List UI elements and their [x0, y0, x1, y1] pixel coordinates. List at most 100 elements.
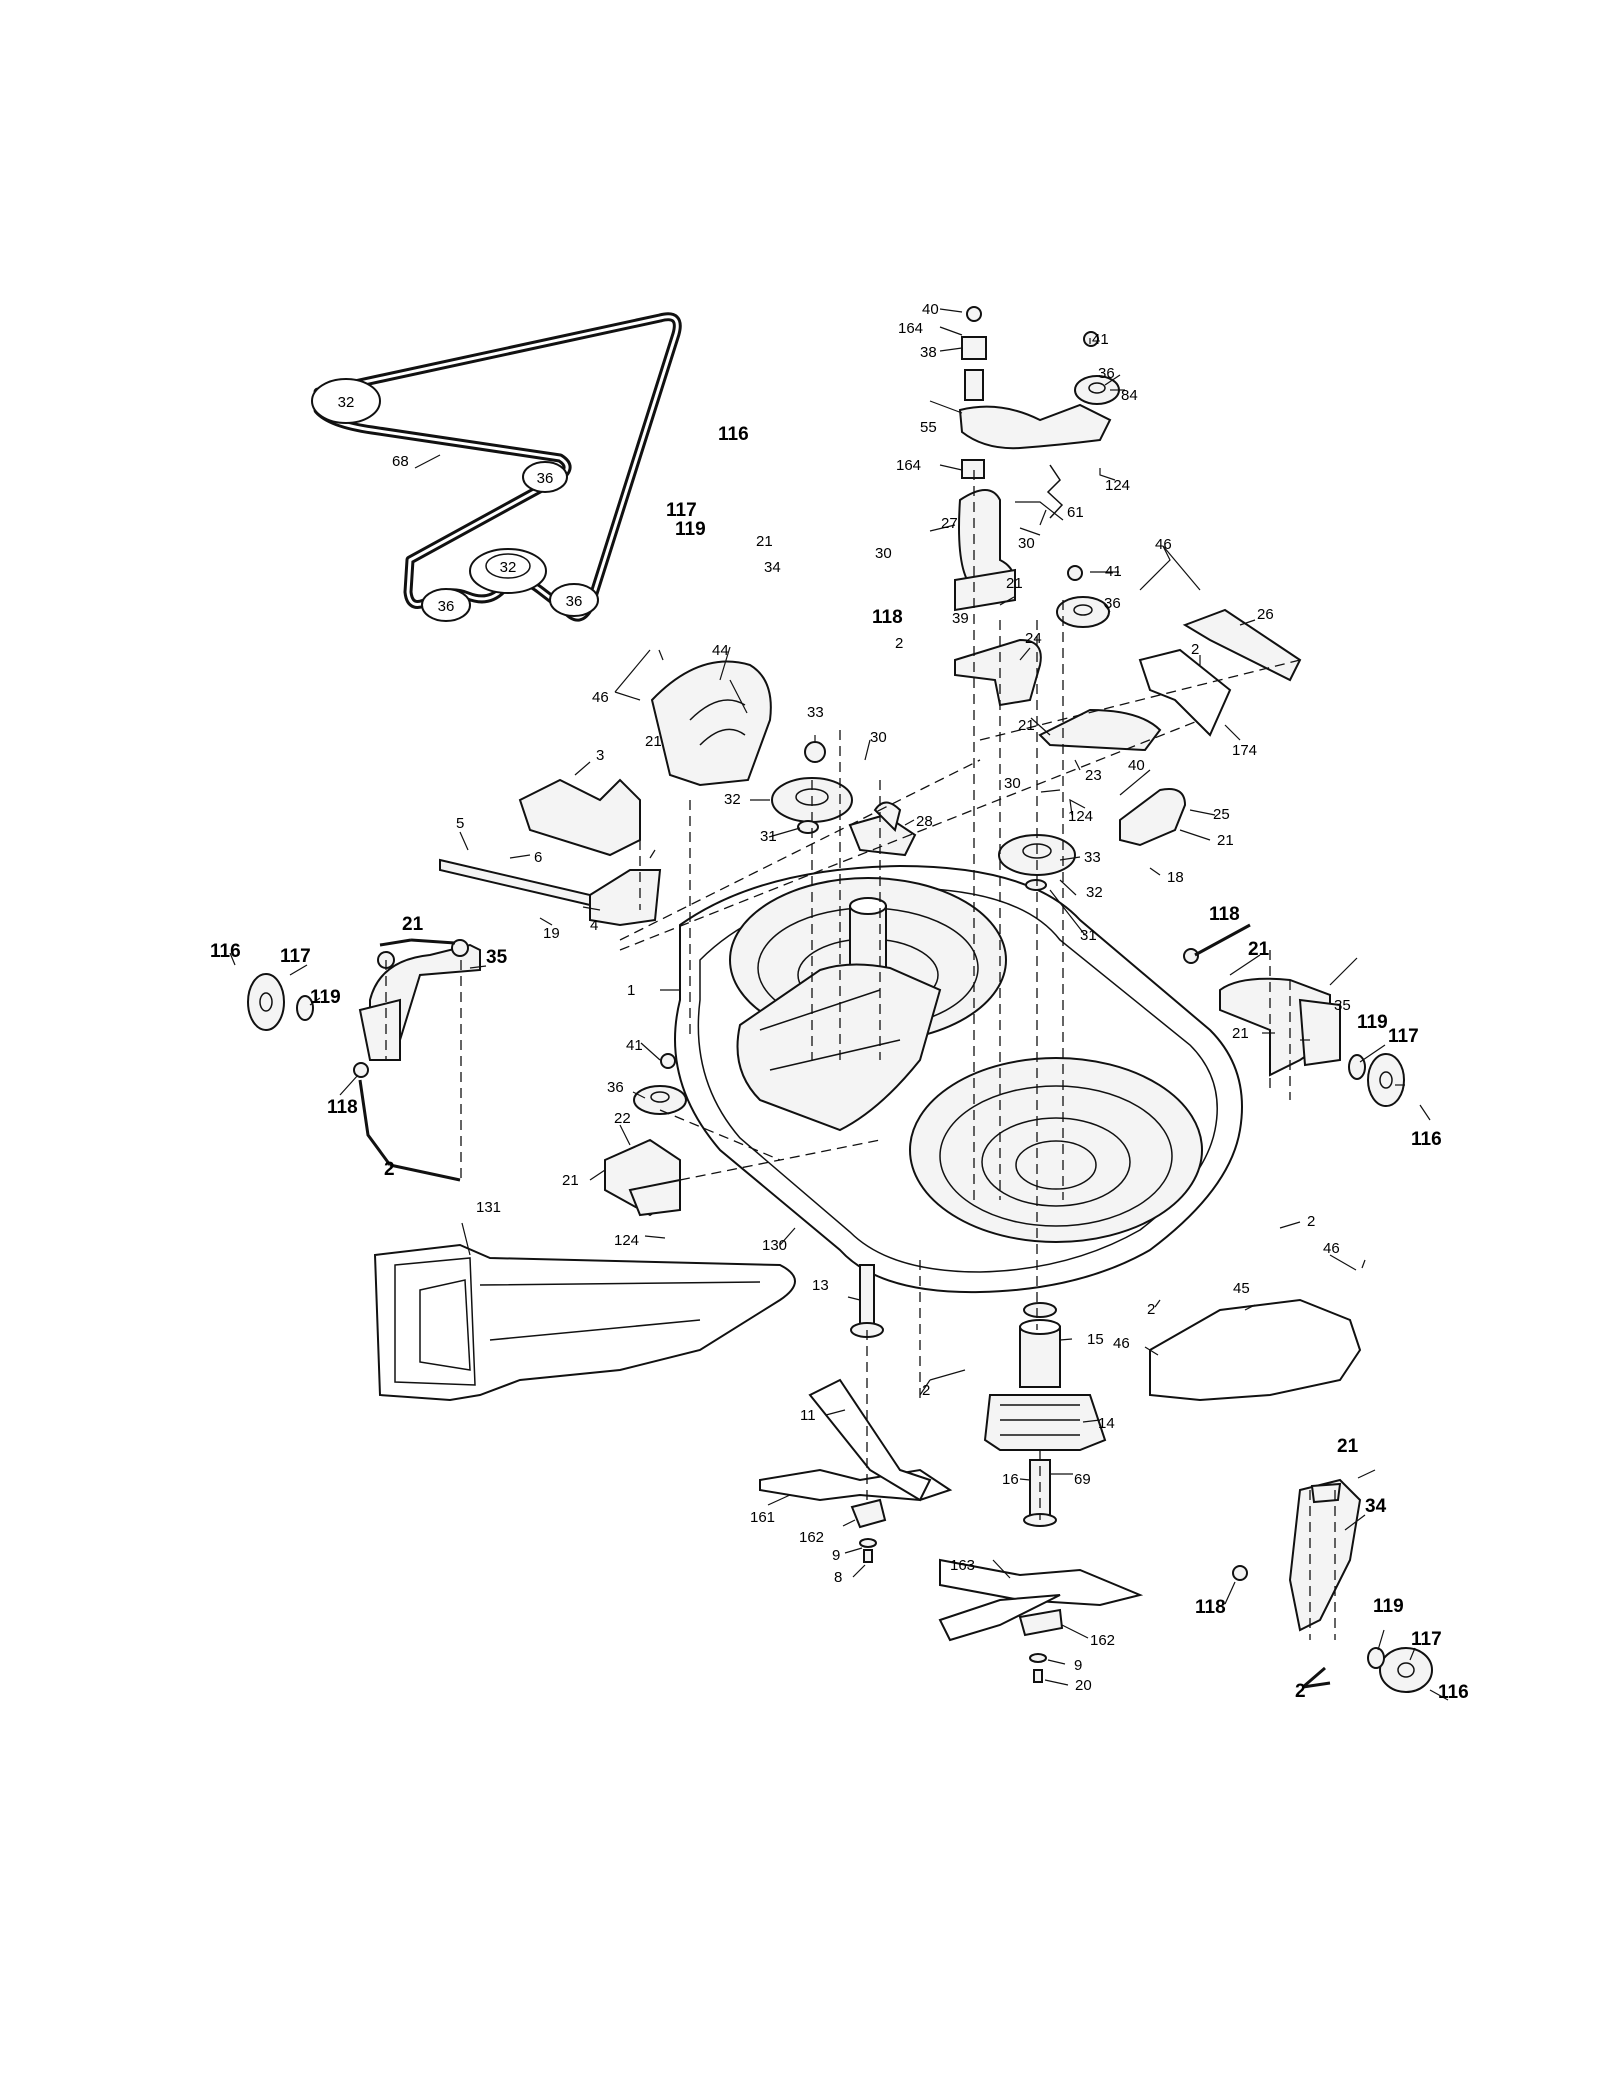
callout-44: 44: [712, 642, 729, 659]
alignment-lines: [385, 470, 1336, 1640]
belt-pulley-label: 36: [438, 598, 455, 615]
callouts-bold: 2 2 21 21 21 34 35 116 116 116 116 117 1…: [210, 424, 1469, 1703]
callout-2: 2: [922, 1382, 930, 1399]
callout-41: 41: [626, 1037, 643, 1054]
leader-lines: [229, 308, 1449, 1701]
callout-164: 164: [896, 457, 921, 474]
callout-30: 30: [875, 545, 892, 562]
callout-5: 5: [456, 815, 464, 832]
callout-41: 41: [1092, 331, 1109, 348]
callout-116: 116: [1438, 1682, 1469, 1703]
belt-guide-26: [1182, 608, 1302, 682]
callout-119: 119: [675, 519, 706, 540]
belt-pulley-label: 36: [537, 470, 554, 487]
callout-161: 161: [750, 1509, 775, 1526]
callout-55: 55: [920, 419, 937, 436]
bracket-23: [1038, 708, 1162, 752]
callout-124: 124: [1068, 808, 1093, 825]
callout-118: 118: [872, 607, 903, 628]
callout-30: 30: [870, 729, 887, 746]
callout-2: 2: [384, 1159, 395, 1180]
callout-117: 117: [666, 500, 697, 521]
callout-116: 116: [718, 424, 749, 445]
bracket-24: [954, 638, 1042, 707]
callout-46: 46: [592, 689, 609, 706]
spindle-assembly: [850, 1264, 1107, 1527]
callout-33: 33: [1084, 849, 1101, 866]
left-gauge-wheel-assembly: [247, 939, 481, 1078]
callout-22: 22: [614, 1110, 631, 1127]
callout-46: 46: [1113, 1335, 1130, 1352]
bracket-25: [1119, 788, 1187, 847]
blade-right: [938, 1558, 1144, 1642]
callout-124: 124: [614, 1232, 639, 1249]
belt-pulley-label: 36: [566, 593, 583, 610]
callout-21: 21: [1018, 717, 1035, 734]
callout-119: 119: [1357, 1012, 1388, 1033]
callout-41: 41: [1105, 563, 1122, 580]
callout-18: 18: [1167, 869, 1184, 886]
callout-16: 16: [1002, 1471, 1019, 1488]
bracket-4: [589, 869, 662, 927]
callout-11: 11: [800, 1407, 816, 1424]
callout-119: 119: [310, 987, 341, 1008]
callout-46: 46: [1323, 1240, 1340, 1257]
callout-117: 117: [1388, 1026, 1419, 1047]
mower-deck-housing: [674, 864, 1243, 1294]
callout-24: 24: [1025, 630, 1042, 647]
callout-25: 25: [1213, 806, 1230, 823]
callout-36: 36: [607, 1079, 624, 1096]
callout-36: 36: [1098, 365, 1115, 382]
belt-pulley: 36: [522, 461, 568, 493]
belt-routing-inset: 32 36 32 36 36: [311, 312, 682, 622]
callout-20: 20: [1075, 1677, 1092, 1694]
callout-32: 32: [1086, 884, 1103, 901]
callout-84: 84: [1121, 387, 1138, 404]
discharge-chute: [373, 1243, 796, 1402]
belt-pulley-label: 32: [338, 394, 355, 411]
callout-6: 6: [534, 849, 542, 866]
callout-2: 2: [1147, 1301, 1155, 1318]
callout-162: 162: [1090, 1632, 1115, 1649]
callout-163: 163: [950, 1557, 975, 1574]
idler-pulley-36-upper: [1056, 565, 1110, 628]
callout-118: 118: [327, 1097, 358, 1118]
callout-2: 2: [895, 635, 903, 652]
callout-45: 45: [1233, 1280, 1250, 1297]
callout-2: 2: [1295, 1681, 1306, 1702]
callout-117: 117: [1411, 1629, 1442, 1650]
callout-21: 21: [1217, 832, 1234, 849]
callout-118: 118: [1195, 1597, 1226, 1618]
callout-46: 46: [1155, 536, 1172, 553]
callout-38: 38: [920, 344, 937, 361]
callout-2: 2: [1307, 1213, 1315, 1230]
callout-4: 4: [590, 917, 598, 934]
belt-pulley: 32: [311, 378, 381, 424]
callout-68: 68: [392, 453, 409, 470]
callout-131: 131: [476, 1199, 501, 1216]
callout-116: 116: [210, 941, 241, 962]
callout-21: 21: [1248, 939, 1270, 960]
callout-1: 1: [627, 982, 635, 999]
belt-pulley: 32: [469, 548, 547, 594]
callout-39: 39: [952, 610, 969, 627]
callout-3: 3: [596, 747, 604, 764]
callout-8: 8: [834, 1569, 842, 1586]
callout-21: 21: [562, 1172, 579, 1189]
callout-117: 117: [280, 946, 311, 967]
callout-40: 40: [1128, 757, 1145, 774]
callout-27: 27: [941, 515, 958, 532]
callout-69: 69: [1074, 1471, 1091, 1488]
callout-21: 21: [645, 733, 662, 750]
callout-35: 35: [1334, 997, 1351, 1014]
callout-30: 30: [1018, 535, 1035, 552]
callout-40: 40: [922, 301, 939, 318]
callout-9: 9: [832, 1547, 840, 1564]
idler-arm-assembly: [954, 306, 1120, 612]
callout-33: 33: [807, 704, 824, 721]
callout-130: 130: [762, 1237, 787, 1254]
callout-21: 21: [1006, 575, 1023, 592]
right-gauge-wheel-assembly: [1183, 948, 1405, 1107]
callout-21: 21: [756, 533, 773, 550]
